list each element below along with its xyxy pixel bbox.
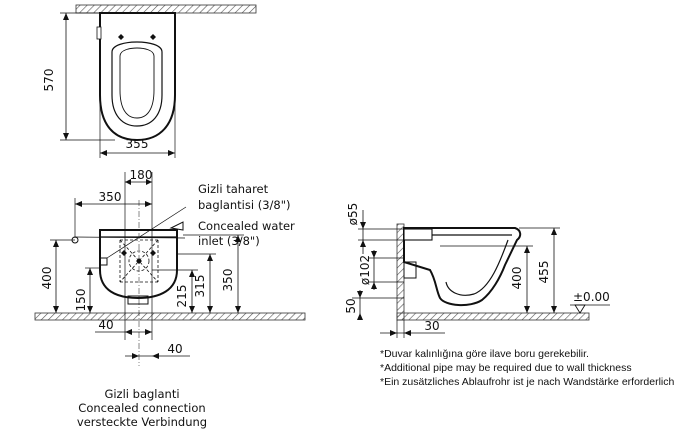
side-view-bowl-interior: [445, 239, 509, 296]
caption-line3: versteckte Verbindung: [77, 415, 207, 429]
dim-215-label: 215: [175, 285, 189, 308]
dim-40-right-label: 40: [167, 342, 182, 356]
front-view: 180 350 400 150 215 315 350 40: [34, 168, 306, 366]
front-view-bidet-connector: [99, 257, 108, 266]
front-view-bowl-outline: [99, 229, 178, 300]
note-line3: *Ein zusätzliches Ablaufrohr ist je nach…: [380, 376, 674, 388]
dim-400-side-label: 400: [510, 267, 524, 290]
dim-350-right-label: 350: [221, 269, 235, 292]
dim-150-label: 150: [74, 289, 88, 312]
dim-355-label: 355: [126, 137, 149, 151]
caption-line2: Concealed connection: [78, 401, 205, 415]
side-view: ø55 ø102 50 400 455 ±0.00 30: [344, 203, 610, 338]
dim-315-label: 315: [193, 275, 207, 298]
top-view-wall: [75, 4, 257, 14]
top-view-bowl-outline: [99, 12, 176, 142]
bidet-connection-label-line1: Gizli taharet: [198, 182, 269, 196]
top-view-mounting-mark-left: [118, 34, 124, 40]
caption: Gizli baglanti Concealed connection vers…: [77, 387, 207, 429]
dim-50-label: 50: [344, 298, 358, 313]
note-line1: *Duvar kalınlığına göre ilave boru gerek…: [380, 348, 589, 360]
top-view-mounting-mark-right: [150, 34, 156, 40]
side-view-drain-pipe: [403, 261, 417, 279]
side-view-water-inlet-box: [403, 228, 433, 241]
side-view-floor: [396, 312, 590, 321]
top-view-inner-bowl: [119, 47, 155, 119]
top-view-seat-opening: [111, 41, 163, 127]
water-inlet-label-line2: inlet (3/8"): [198, 234, 260, 248]
dim-350-top-label: 350: [99, 190, 122, 204]
dim-40-left-label: 40: [98, 318, 113, 332]
dim-570-label: 570: [42, 69, 56, 92]
level-marker-icon: [574, 304, 586, 314]
bidet-connection-label-line2: baglantisi (3/8"): [198, 198, 291, 212]
dim-102-label: ø102: [358, 255, 372, 285]
note-line2: *Additional pipe may be required due to …: [380, 362, 632, 374]
dim-55-label: ø55: [346, 203, 360, 226]
front-view-floor: [34, 312, 306, 321]
dim-180-label: 180: [130, 168, 153, 182]
level-label: ±0.00: [573, 290, 610, 304]
side-view-wall: [396, 223, 405, 321]
notes: *Duvar kalınlığına göre ilave boru gerek…: [380, 348, 674, 388]
dim-400-front-label: 400: [40, 267, 54, 290]
caption-line1: Gizli baglanti: [104, 387, 179, 401]
top-view-hinge: [96, 26, 102, 40]
side-view-bowl-outline: [403, 227, 522, 306]
dim-455-label: 455: [537, 261, 551, 284]
top-view: 570 355: [42, 4, 257, 158]
water-inlet-label-line1: Concealed water: [198, 219, 295, 233]
dim-30-label: 30: [424, 319, 439, 333]
